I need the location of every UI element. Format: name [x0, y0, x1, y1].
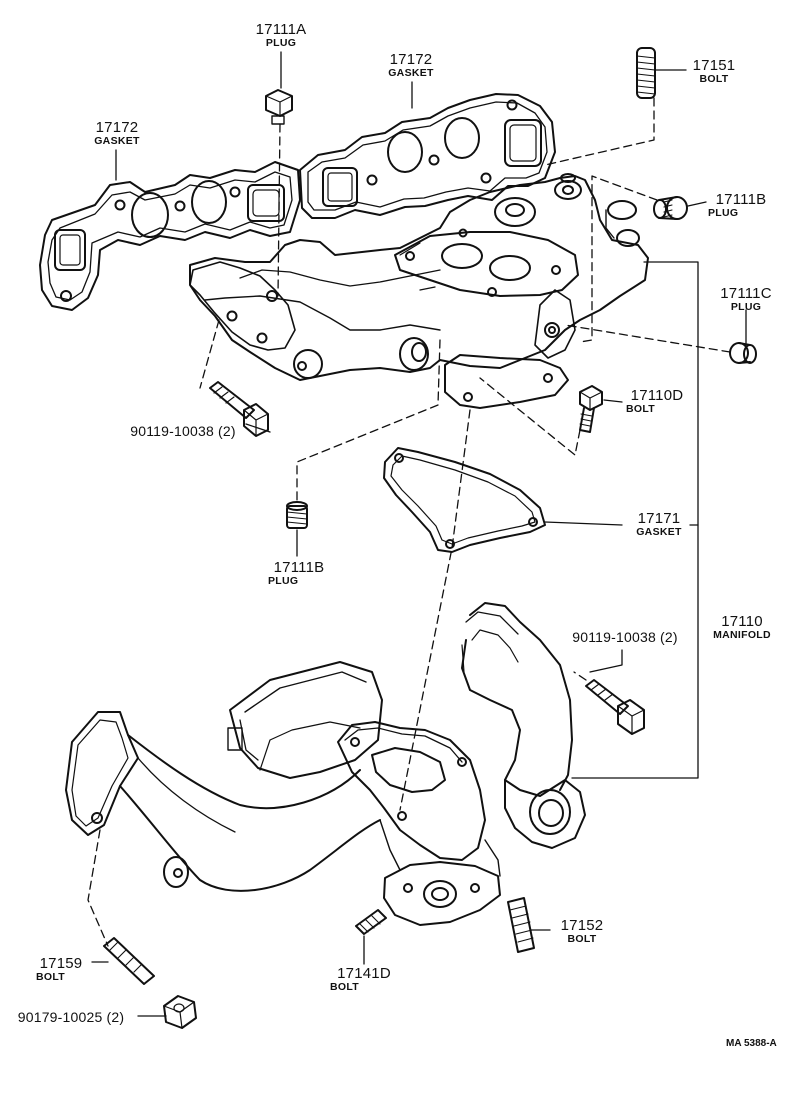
- part-number: 17172: [95, 119, 139, 136]
- bolt-17151-shape: [636, 47, 656, 99]
- bolt-17159-shape: [103, 937, 155, 985]
- intake-manifold-shape: [189, 173, 649, 409]
- gasket-17171-shape: [383, 447, 546, 553]
- bolt-90119-right-shape: [585, 679, 645, 735]
- part-name: GASKET: [94, 135, 140, 147]
- part-name: GASKET: [388, 67, 434, 79]
- part-number: 90119-10038 (2): [130, 423, 236, 439]
- label-17159: 17159 BOLT: [30, 956, 92, 983]
- bolt-17141D-shape: [355, 909, 387, 935]
- plug-17111A-shape: [265, 89, 293, 125]
- label-17111A: 17111A PLUG: [248, 22, 314, 49]
- part-name: BOLT: [626, 403, 655, 415]
- label-17152: 17152 BOLT: [552, 918, 612, 945]
- part-number: 90119-10038 (2): [572, 629, 678, 645]
- part-number: 17159: [39, 955, 83, 972]
- part-name: BOLT: [330, 981, 359, 993]
- exhaust-manifold-shape: [65, 602, 586, 926]
- label-90119-right: 90119-10038 (2): [560, 630, 690, 644]
- part-number: 17111A: [255, 21, 307, 38]
- gasket-17172-left-shape: [39, 161, 301, 311]
- label-17110D: 17110D BOLT: [622, 388, 692, 415]
- part-name: PLUG: [265, 37, 297, 49]
- part-number: 17152: [560, 917, 604, 934]
- bolt-90119-top-shape: [209, 381, 269, 437]
- part-name: PLUG: [708, 207, 739, 219]
- label-17111C: 17111C PLUG: [712, 286, 780, 313]
- part-number: 17151: [692, 57, 736, 74]
- reference-code: MA 5388-A: [726, 1038, 777, 1049]
- label-90179: 90179-10025 (2): [4, 1010, 138, 1024]
- part-number: 17172: [389, 51, 433, 68]
- part-number: 17111C: [720, 285, 772, 302]
- part-name: GASKET: [636, 526, 682, 538]
- part-number: 17111B: [715, 191, 767, 208]
- label-17172-right: 17172 GASKET: [378, 52, 444, 79]
- plug-17111B-top-shape: [653, 196, 688, 220]
- part-number: 17110: [721, 613, 763, 630]
- label-17151: 17151 BOLT: [686, 58, 742, 85]
- part-number: 17171: [637, 510, 681, 527]
- plug-17111B-bottom-shape: [286, 501, 308, 529]
- label-17111B-top: 17111B PLUG: [706, 192, 776, 219]
- label-90119-top: 90119-10038 (2): [96, 424, 270, 438]
- part-name: PLUG: [268, 575, 299, 587]
- label-17110: 17110 MANIFOLD: [700, 614, 784, 641]
- part-number: 17141D: [337, 965, 391, 982]
- bolt-17152-shape: [507, 897, 535, 953]
- part-number: 90179-10025 (2): [17, 1009, 125, 1025]
- leader-lines: [91, 51, 747, 1017]
- part-name: BOLT: [699, 73, 729, 85]
- nut-90179-shape: [163, 995, 197, 1029]
- part-number: 17110D: [630, 387, 684, 404]
- label-17171: 17171 GASKET: [626, 511, 692, 538]
- part-name: BOLT: [36, 971, 65, 983]
- part-name: MANIFOLD: [713, 629, 771, 641]
- part-number: 17111B: [273, 559, 325, 576]
- plug-17111C-shape: [729, 342, 757, 364]
- gasket-17172-right-shape: [299, 93, 556, 219]
- label-17172-left: 17172 GASKET: [82, 120, 152, 147]
- part-name: BOLT: [567, 933, 597, 945]
- bolt-17110D-shape: [579, 385, 603, 433]
- label-17141D: 17141D BOLT: [324, 966, 404, 993]
- part-name: PLUG: [730, 301, 762, 313]
- label-17111B-bottom: 17111B PLUG: [264, 560, 334, 587]
- assembly-dashed-lines: [87, 97, 731, 947]
